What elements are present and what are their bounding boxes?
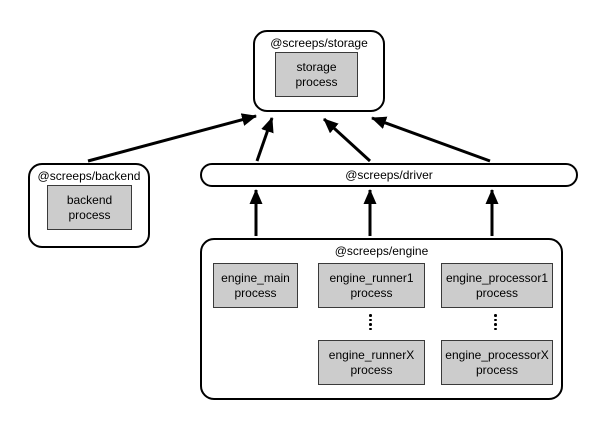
process-box-engine-runner1: engine_runner1 process xyxy=(318,263,425,308)
process-box-engine-processor1: engine_processor1 process xyxy=(441,263,553,308)
process-box-engine-main: engine_main process xyxy=(213,263,298,308)
process-type: process xyxy=(475,362,519,377)
process-name: storage xyxy=(296,59,337,74)
arrow-driver-to-storage-right xyxy=(371,116,491,163)
process-type: process xyxy=(350,362,393,377)
process-name: engine_runnerX xyxy=(328,347,415,362)
process-name: backend xyxy=(66,192,113,207)
process-type: process xyxy=(350,285,393,300)
process-name: engine_runner1 xyxy=(329,270,414,285)
process-type: process xyxy=(475,285,519,300)
process-box-engine-runnerX: engine_runnerX process xyxy=(318,340,425,385)
vertical-ellipsis-icon xyxy=(369,314,372,330)
process-name: engine_processor1 xyxy=(445,270,549,285)
node-screeps-backend: @screeps/backend backend process xyxy=(28,163,150,248)
process-name: engine_processorX xyxy=(445,347,549,362)
node-title-backend: @screeps/backend xyxy=(37,169,141,183)
node-title-engine: @screeps/engine xyxy=(334,244,429,258)
process-type: process xyxy=(234,285,277,300)
process-name: engine_main xyxy=(221,270,290,285)
vertical-ellipsis-icon xyxy=(494,314,497,330)
node-screeps-engine: @screeps/engine engine_main process engi… xyxy=(200,238,563,400)
arrow-driver-to-storage-mid xyxy=(322,117,372,163)
process-box-engine-processorX: engine_processorX process xyxy=(441,340,553,385)
process-box-storage: storage process xyxy=(275,52,358,97)
node-title-driver: @screeps/driver xyxy=(345,168,433,182)
node-title-storage: @screeps/storage xyxy=(270,36,368,50)
arrow-backend-to-storage xyxy=(87,113,257,163)
process-box-backend: backend process xyxy=(47,185,132,230)
process-type: process xyxy=(295,74,338,89)
arrow-driver-to-storage-left xyxy=(255,117,274,162)
node-screeps-storage: @screeps/storage storage process xyxy=(253,30,385,112)
node-screeps-driver: @screeps/driver xyxy=(200,163,578,187)
process-type: process xyxy=(68,207,111,222)
